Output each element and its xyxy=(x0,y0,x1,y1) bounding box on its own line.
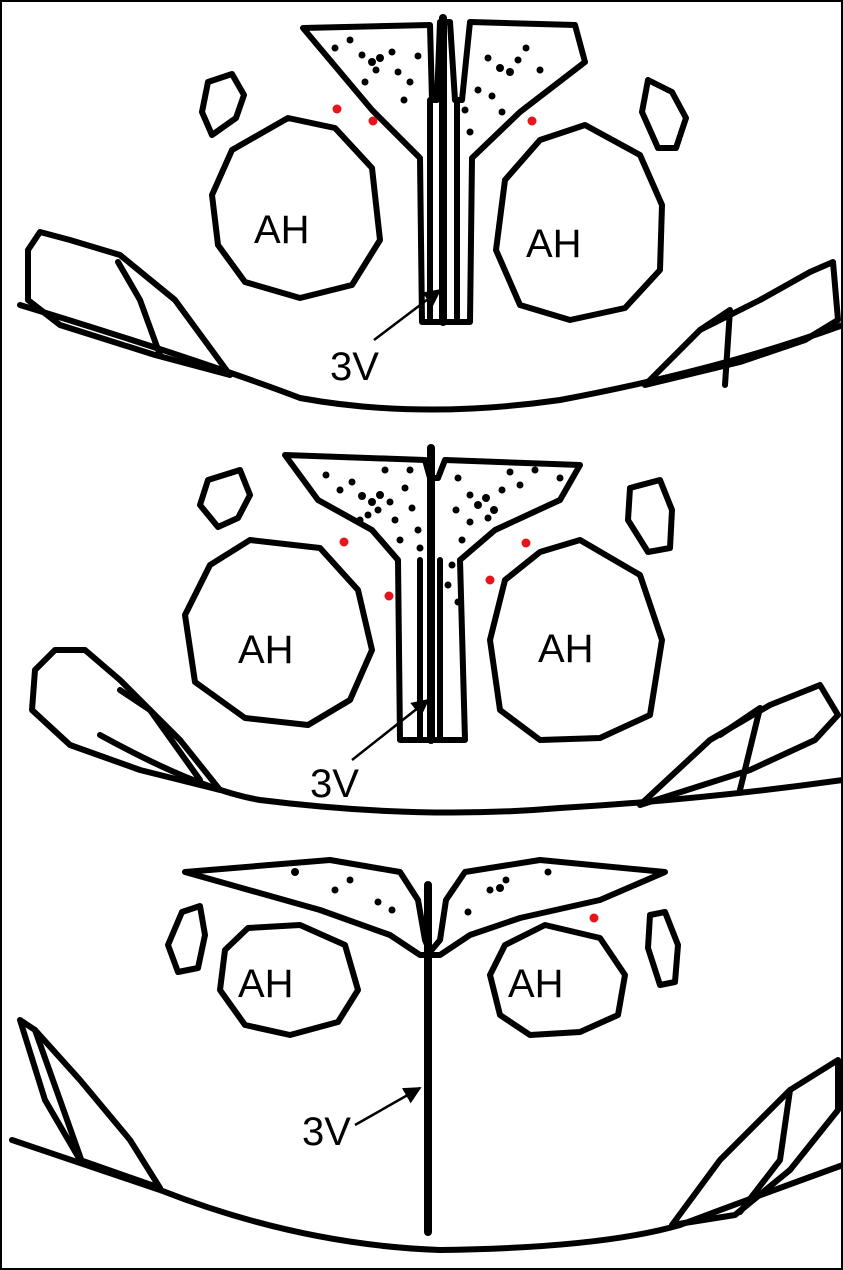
section-panel-top: AH AH 3V xyxy=(20,18,843,410)
small-nucleus-right-bottom xyxy=(648,912,678,985)
small-nucleus-left-middle xyxy=(200,470,250,527)
section-panel-middle: AH AH 3V xyxy=(32,448,843,813)
ah-label-left-top: AH xyxy=(254,208,310,252)
optic-tract-right-top xyxy=(645,262,838,385)
optic-tract-left-top xyxy=(28,232,230,375)
ah-label-right-top: AH xyxy=(526,222,582,266)
small-nucleus-right-top xyxy=(642,80,686,148)
small-nucleus-right-middle xyxy=(628,480,672,552)
3v-label-top: 3V xyxy=(330,345,379,389)
small-nucleus-left-bottom xyxy=(168,906,205,972)
section-panel-bottom: AH AH 3V xyxy=(12,860,843,1250)
3v-label-middle: 3V xyxy=(310,762,359,806)
ah-label-left-middle: AH xyxy=(238,628,294,672)
red-dots-bottom xyxy=(590,914,599,923)
3v-label-bottom: 3V xyxy=(302,1110,351,1154)
ah-label-right-bottom: AH xyxy=(508,962,564,1006)
ah-label-left-bottom: AH xyxy=(238,962,294,1006)
3v-arrow-bottom xyxy=(355,1088,420,1125)
3v-arrow-middle xyxy=(352,700,428,760)
optic-tract-right-bottom xyxy=(672,1060,838,1225)
ah-label-right-middle: AH xyxy=(538,627,594,671)
small-nucleus-left-top xyxy=(202,74,244,135)
